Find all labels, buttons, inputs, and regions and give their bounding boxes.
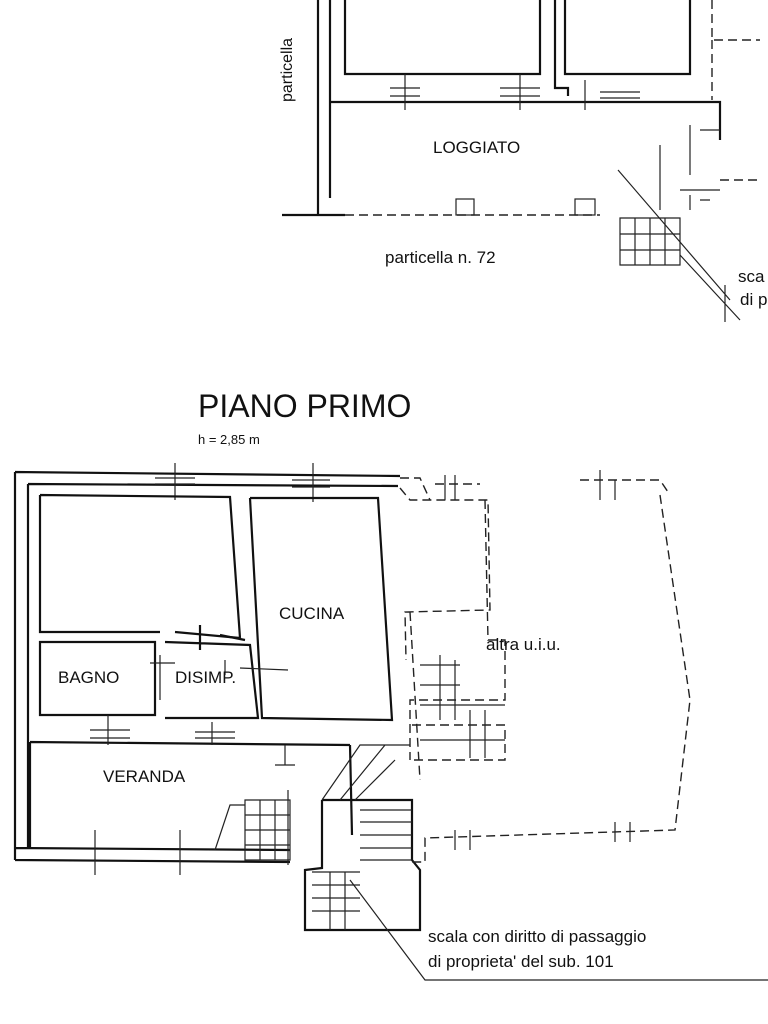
window-marks bbox=[390, 74, 640, 110]
floor-title: PIANO PRIMO bbox=[198, 388, 411, 424]
stair-note-line2: di proprieta' del sub. 101 bbox=[428, 952, 614, 971]
particella-side-label: particella bbox=[279, 38, 296, 102]
room-veranda-label: VERANDA bbox=[103, 767, 186, 786]
main-plan bbox=[13, 463, 768, 981]
upper-stair-note-line1: sca bbox=[738, 267, 765, 286]
upper-left-wall bbox=[316, 0, 332, 215]
bagno-door-marks bbox=[150, 655, 289, 700]
loggiato-north-wall bbox=[330, 100, 722, 140]
other-unit-outline bbox=[399, 477, 691, 863]
upper-plan bbox=[282, 0, 760, 322]
bagno-disimp-walls bbox=[38, 625, 260, 720]
floor-height-note: h = 2,85 m bbox=[198, 432, 260, 447]
room-loggiato-label: LOGGIATO bbox=[433, 138, 520, 157]
room-top-left-walls bbox=[38, 493, 242, 640]
room-cucina-label: CUCINA bbox=[279, 604, 345, 623]
north-windows bbox=[155, 463, 330, 502]
pillar-left bbox=[455, 198, 475, 216]
upper-stairs bbox=[619, 125, 720, 266]
veranda-stairs bbox=[214, 790, 291, 865]
parcel-72-label: particella n. 72 bbox=[385, 248, 496, 267]
upper-stair-diagonal bbox=[617, 169, 741, 322]
room-disimp-label: DISIMP. bbox=[175, 668, 236, 687]
upper-room-walls bbox=[343, 0, 692, 96]
other-unit-stairs bbox=[420, 470, 631, 850]
veranda-walls bbox=[28, 740, 354, 848]
stair-note-line1: scala con diritto di passaggio bbox=[428, 927, 646, 946]
veranda-window-marks bbox=[90, 715, 295, 875]
room-bagno-label: BAGNO bbox=[58, 668, 119, 687]
passage-stair-walls bbox=[303, 798, 422, 932]
stair-leader-line bbox=[349, 879, 768, 981]
pillar-right bbox=[574, 198, 596, 216]
upper-right-dashed bbox=[711, 0, 760, 181]
other-unit-label: altra u.i.u. bbox=[486, 635, 561, 654]
upper-stair-note-line2: di p bbox=[740, 290, 767, 309]
outer-walls bbox=[13, 470, 401, 864]
passage-stair-treads bbox=[312, 744, 412, 930]
cucina-walls bbox=[248, 496, 394, 722]
